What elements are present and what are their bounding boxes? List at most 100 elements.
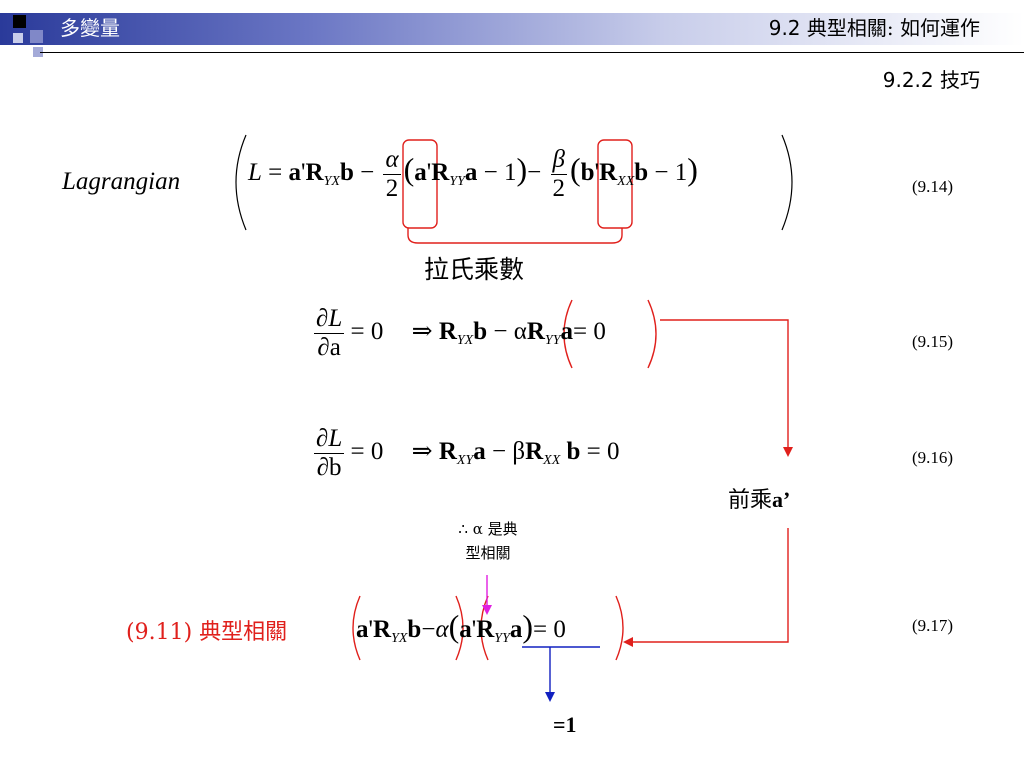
eq917-body: a'RYXb−α(a'RYYa)= 0: [356, 608, 566, 647]
eq917-a-3: a: [509, 616, 523, 643]
alpha-frac-box: [402, 139, 438, 229]
subsection-name: 技巧: [940, 68, 980, 92]
eq914-alpha: α: [383, 146, 401, 175]
eq917-b: b: [407, 616, 422, 643]
eq914-one-1: 1: [504, 159, 517, 187]
eq917-R-2: R: [476, 616, 495, 643]
eq917-rparen: ): [522, 608, 534, 644]
eq914-lparen-2: (: [570, 151, 581, 188]
eq915-minus: −: [493, 318, 508, 346]
eq914-b: b: [339, 159, 354, 187]
beta-frac-box: [597, 139, 633, 229]
eq915-R-2: R: [526, 318, 545, 346]
premultiply-arrow-1: [660, 319, 793, 457]
eq914-R-3: R: [599, 159, 618, 187]
premultiply-note: 前乘a’: [728, 482, 790, 514]
eq915-bracket: [563, 299, 573, 369]
eq915-equals-zero: = 0: [350, 318, 384, 346]
eq917-minus: −: [421, 616, 436, 643]
eq915-number: (9.15): [912, 332, 954, 351]
eq915-implies: ⇒: [411, 318, 433, 346]
eq911-reference: (9.11) 典型相關: [126, 620, 288, 645]
eq914-two-2: 2: [552, 175, 566, 202]
eq914-R: R: [305, 159, 324, 187]
eq916-b: b: [566, 438, 581, 466]
eq914-sub-yy: YY: [449, 174, 465, 190]
header-divider: [40, 52, 1024, 53]
subsection-title: 9.2.2 技巧: [883, 66, 980, 94]
eq915-sub-yy: YY: [544, 333, 561, 349]
lagrangian-label: Lagrangian: [62, 168, 181, 195]
eq915-partial-a: ∂a: [317, 334, 341, 361]
section-number: 9.2: [768, 16, 801, 40]
eq914-R-2: R: [431, 159, 450, 187]
eq917-R: R: [373, 616, 392, 643]
eq917-prime-2: ': [471, 616, 477, 643]
eq914-rparen-2: ): [687, 151, 698, 188]
eq914-right-paren: [781, 134, 793, 231]
eq914-left-paren: [235, 134, 247, 231]
header-decor-square-3: [13, 33, 23, 43]
eq914-rparen-1: ): [516, 151, 528, 188]
eq914-lparen-1: (: [403, 151, 415, 188]
header-decor-square-4: [33, 47, 43, 57]
eq917-mid-left-paren: [480, 595, 489, 661]
premultiply-var: a’: [772, 487, 791, 512]
eq917-alpha: α: [435, 616, 449, 643]
eq914-equals: =: [268, 159, 283, 187]
eq916-equals-zero: = 0: [350, 438, 384, 466]
eq915-alpha: α: [513, 318, 527, 346]
eq914-a: a: [288, 159, 302, 187]
eq914-b-2: b: [580, 159, 595, 187]
eq914-minus-1: −: [360, 159, 375, 187]
eq917-prime: ': [368, 616, 374, 643]
course-title: 多變量: [60, 16, 120, 40]
eq914-L: L: [248, 159, 262, 187]
alpha-note-line-1: ∴ α 是典: [458, 520, 518, 538]
eq916-zero: = 0: [586, 438, 620, 466]
alpha-note-line-2: 型相關: [465, 544, 511, 562]
eq915-body: ∂L∂a = 0 ⇒ RYXb − αRYYa= 0: [314, 305, 606, 362]
eq916-minus: −: [491, 438, 507, 466]
eq915-a: a: [560, 318, 574, 346]
eq915-R: R: [438, 318, 457, 346]
eq914-beta: β: [550, 146, 568, 175]
eq915-bracket-right: [647, 299, 657, 369]
header-decor-square-2: [30, 30, 43, 43]
eq914-minus-3: −: [527, 159, 542, 187]
alpha-canonical-note: ∴ α 是典 型相關: [438, 517, 538, 565]
eq914-prime-2: ': [426, 159, 432, 187]
eq914-prime-3: ': [594, 159, 600, 187]
eq916-number: (9.16): [912, 448, 954, 467]
eq916-body: ∂L∂b = 0 ⇒ RXYa − βRXX b = 0: [314, 425, 620, 482]
eq917-a-2: a: [459, 616, 472, 643]
section-name: 典型相關: 如何運作: [806, 16, 980, 40]
eq916-sub-xy: XY: [456, 453, 474, 469]
eq914-two-1: 2: [385, 175, 399, 202]
eq917-sub-yy: YY: [494, 631, 510, 646]
eq915-partial-L: ∂L: [314, 305, 345, 334]
eq915-b: b: [473, 318, 488, 346]
eq917-mid-right-paren: [455, 595, 464, 661]
eq914-sub-yx: YX: [323, 174, 340, 190]
eq914-a-2: a: [414, 159, 427, 187]
section-title: 9.2 典型相關: 如何運作: [769, 14, 980, 42]
eq914-sub-xx: XX: [617, 174, 635, 190]
eq916-sub-xx: XX: [543, 453, 561, 469]
eq915-derivative: ∂L∂a: [314, 305, 345, 362]
premultiply-text: 前乘: [728, 488, 773, 513]
subsection-number: 9.2.2: [882, 68, 934, 92]
eq916-implies: ⇒: [411, 438, 433, 466]
eq914-one-2: 1: [674, 159, 688, 187]
eq916-beta: β: [512, 438, 526, 466]
header-decor-square-1: [13, 15, 26, 28]
eq917-right-paren: [615, 595, 624, 661]
title-bar: [0, 13, 1024, 45]
eq916-R-2: R: [525, 438, 544, 466]
eq917-zero: = 0: [533, 616, 566, 643]
eq915-zero: = 0: [573, 318, 606, 346]
